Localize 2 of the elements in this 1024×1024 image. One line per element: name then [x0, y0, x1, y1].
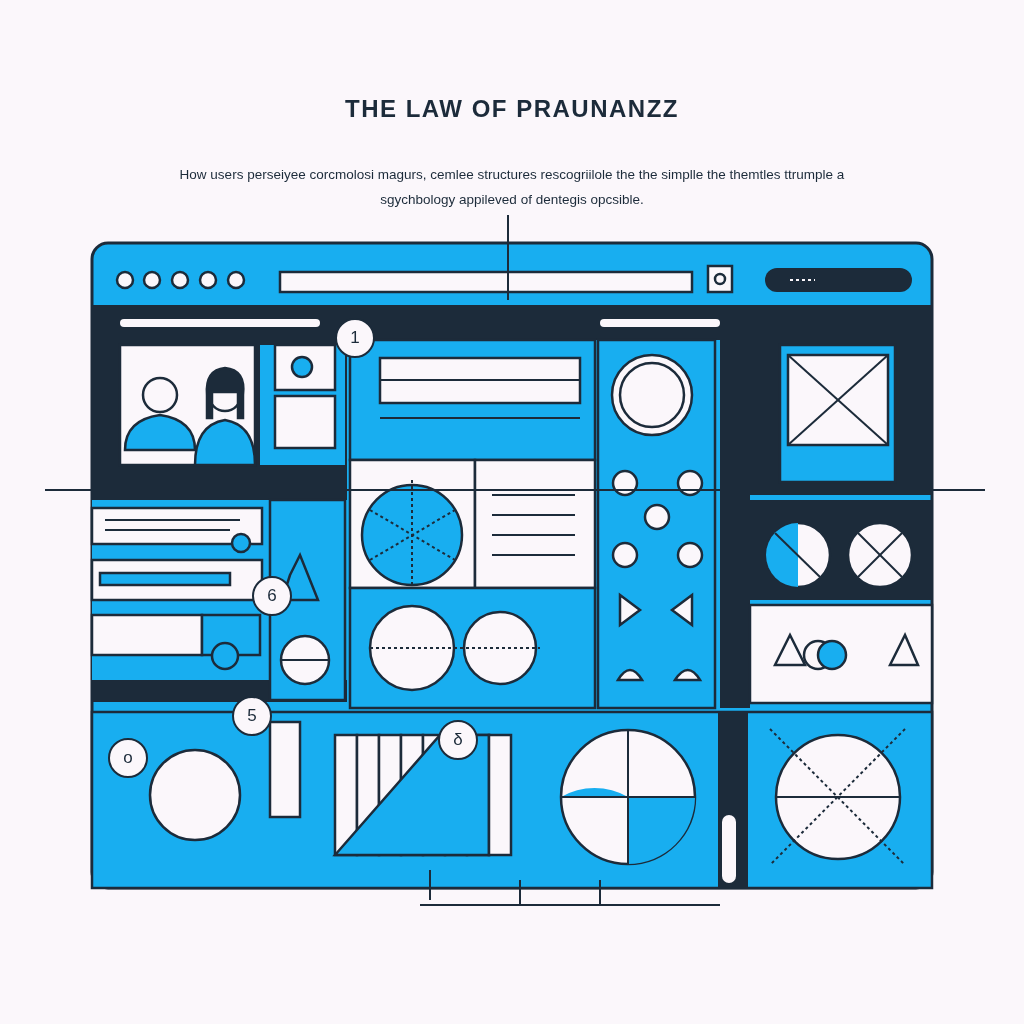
title: THE LAW OF PRAUNANZZ: [344, 95, 680, 123]
subtitle: How users perseiyee corcmolosi magurs, cemlee structures rescogriilole the the simplle the themtles ttrumple a sgychbology appileved of dentegis opcsible.: [178, 166, 846, 209]
